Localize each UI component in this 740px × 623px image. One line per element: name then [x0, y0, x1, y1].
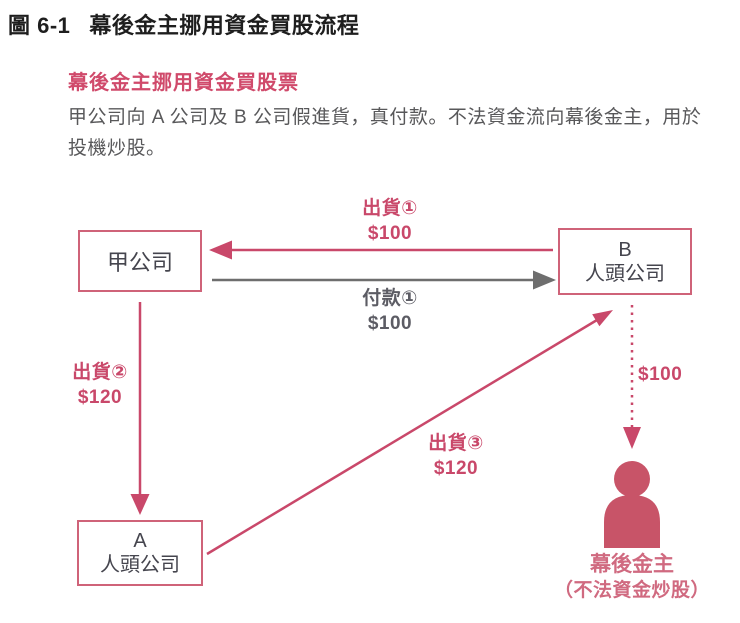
node-company-a-line2: 人頭公司 [100, 554, 180, 576]
diagram-description: 甲公司向 A 公司及 B 公司假進貨，真付款。不法資金流向幕後金主，用於投機炒股… [68, 107, 702, 159]
edge-shipment3-amount: $120 [433, 458, 479, 479]
financier-caption: 幕後金主 （不法資金炒股） [532, 551, 732, 604]
node-company-b: B 人頭公司 [558, 228, 692, 295]
node-company-b-line2: 人頭公司 [585, 262, 665, 285]
financier-person-icon [604, 461, 660, 548]
figure-title-text: 幕後金主挪用資金買股流程 [89, 13, 360, 38]
diagram-subtitle: 幕後金主挪用資金買股票 [68, 72, 299, 94]
financier-caption-line1: 幕後金主 [590, 553, 674, 576]
edge-shipment1-amount: $100 [367, 223, 413, 244]
node-company-jia: 甲公司 [78, 230, 202, 292]
edge-payment1-text: 付款① [362, 288, 418, 309]
edge-funds-amount: $100 [638, 364, 683, 385]
node-company-b-line1: B [618, 238, 632, 261]
edge-payment1-amount: $100 [367, 313, 413, 334]
edge-shipment1-text: 出貨① [362, 198, 418, 219]
edge-label-shipment2: 出貨② $120 [52, 360, 148, 410]
figure-number: 圖 6-1 [8, 13, 71, 38]
figure-title: 圖 6-1 幕後金主挪用資金買股流程 [8, 8, 359, 40]
edge-label-payment1: 付款① $100 [337, 286, 443, 336]
edge-shipment2-amount: $120 [77, 387, 123, 408]
node-company-jia-label: 甲公司 [106, 250, 173, 275]
edge-label-shipment3: 出貨③ $120 [408, 431, 504, 481]
financier-caption-line2: （不法資金炒股） [553, 580, 710, 601]
edge-label-funds: $100 [638, 362, 698, 387]
edge-shipment2-text: 出貨② [72, 362, 128, 383]
edge-label-shipment1: 出貨① $100 [337, 196, 443, 246]
edge-shipment3-text: 出貨③ [428, 433, 484, 454]
node-company-a-line1: A [133, 530, 147, 552]
node-company-a: A 人頭公司 [77, 520, 203, 586]
